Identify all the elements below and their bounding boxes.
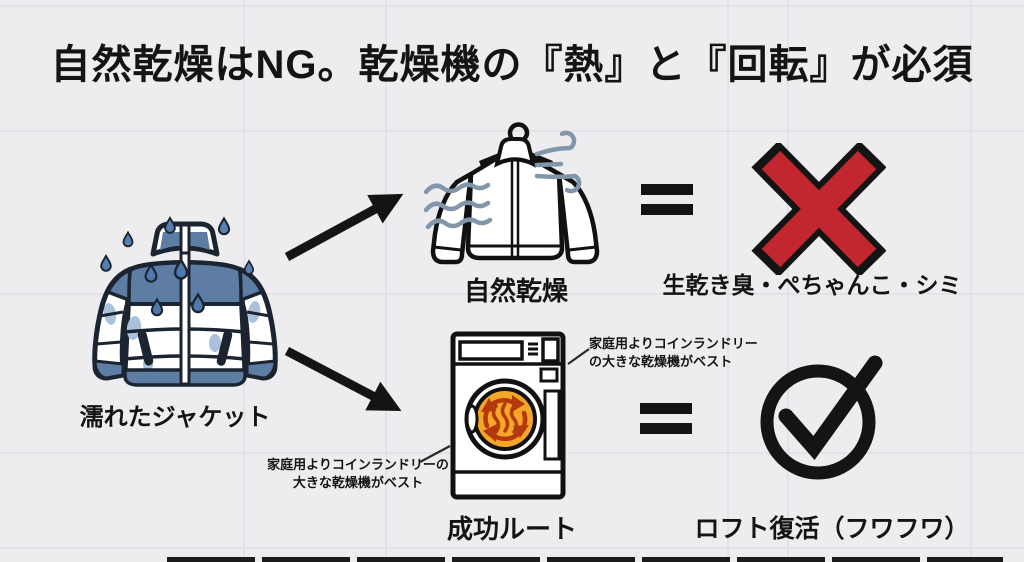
note-line: 大きな乾燥機がベスト xyxy=(292,474,424,490)
note-line: の大きな乾燥機がベスト xyxy=(589,353,733,369)
heat-waves-icon xyxy=(491,402,519,434)
wind-icon xyxy=(423,130,582,230)
equals-icon xyxy=(640,403,692,434)
success-result-label: ロフト復活（フワフワ） xyxy=(694,515,970,543)
dryer-icon xyxy=(450,331,566,500)
natural-dry-label: 自然乾燥 xyxy=(463,276,568,306)
check-circle-icon xyxy=(760,355,883,480)
brand-logo-icon xyxy=(197,270,211,284)
leader-line xyxy=(567,348,590,365)
coin-laundry-note-bottom: 家庭用よりコインランドリーの 大きな乾燥機がベスト xyxy=(258,456,458,492)
dryer-button xyxy=(541,337,560,363)
cross-icon xyxy=(751,143,886,275)
bottom-crop-dashes xyxy=(167,557,1003,562)
hanging-jacket-icon xyxy=(423,122,600,265)
note-line: 家庭用よりコインランドリーの xyxy=(267,457,449,472)
success-route-label: 成功ルート xyxy=(446,514,577,544)
dryer-display xyxy=(458,340,524,361)
wet-jacket-label: 濡れたジャケット xyxy=(79,404,271,431)
dryer-vents xyxy=(528,342,538,356)
natural-result-label: 生乾き臭・ぺちゃんこ・シミ xyxy=(662,272,962,298)
water-drop-icon xyxy=(100,216,255,275)
note-line: 家庭用よりコインランドリー xyxy=(589,336,758,351)
water-drop-icon xyxy=(144,257,205,317)
wet-jacket-icon xyxy=(92,216,278,387)
coin-laundry-note-top: 家庭用よりコインランドリー の大きな乾燥機がベスト xyxy=(589,335,789,371)
grid-line xyxy=(0,547,1024,549)
grid-line xyxy=(0,5,1024,7)
page-title: 自然乾燥はNG。乾燥機の『熱』と『回転』が必須 xyxy=(50,43,974,87)
arrow-to-natural-icon xyxy=(284,193,404,261)
equals-icon xyxy=(641,184,693,215)
